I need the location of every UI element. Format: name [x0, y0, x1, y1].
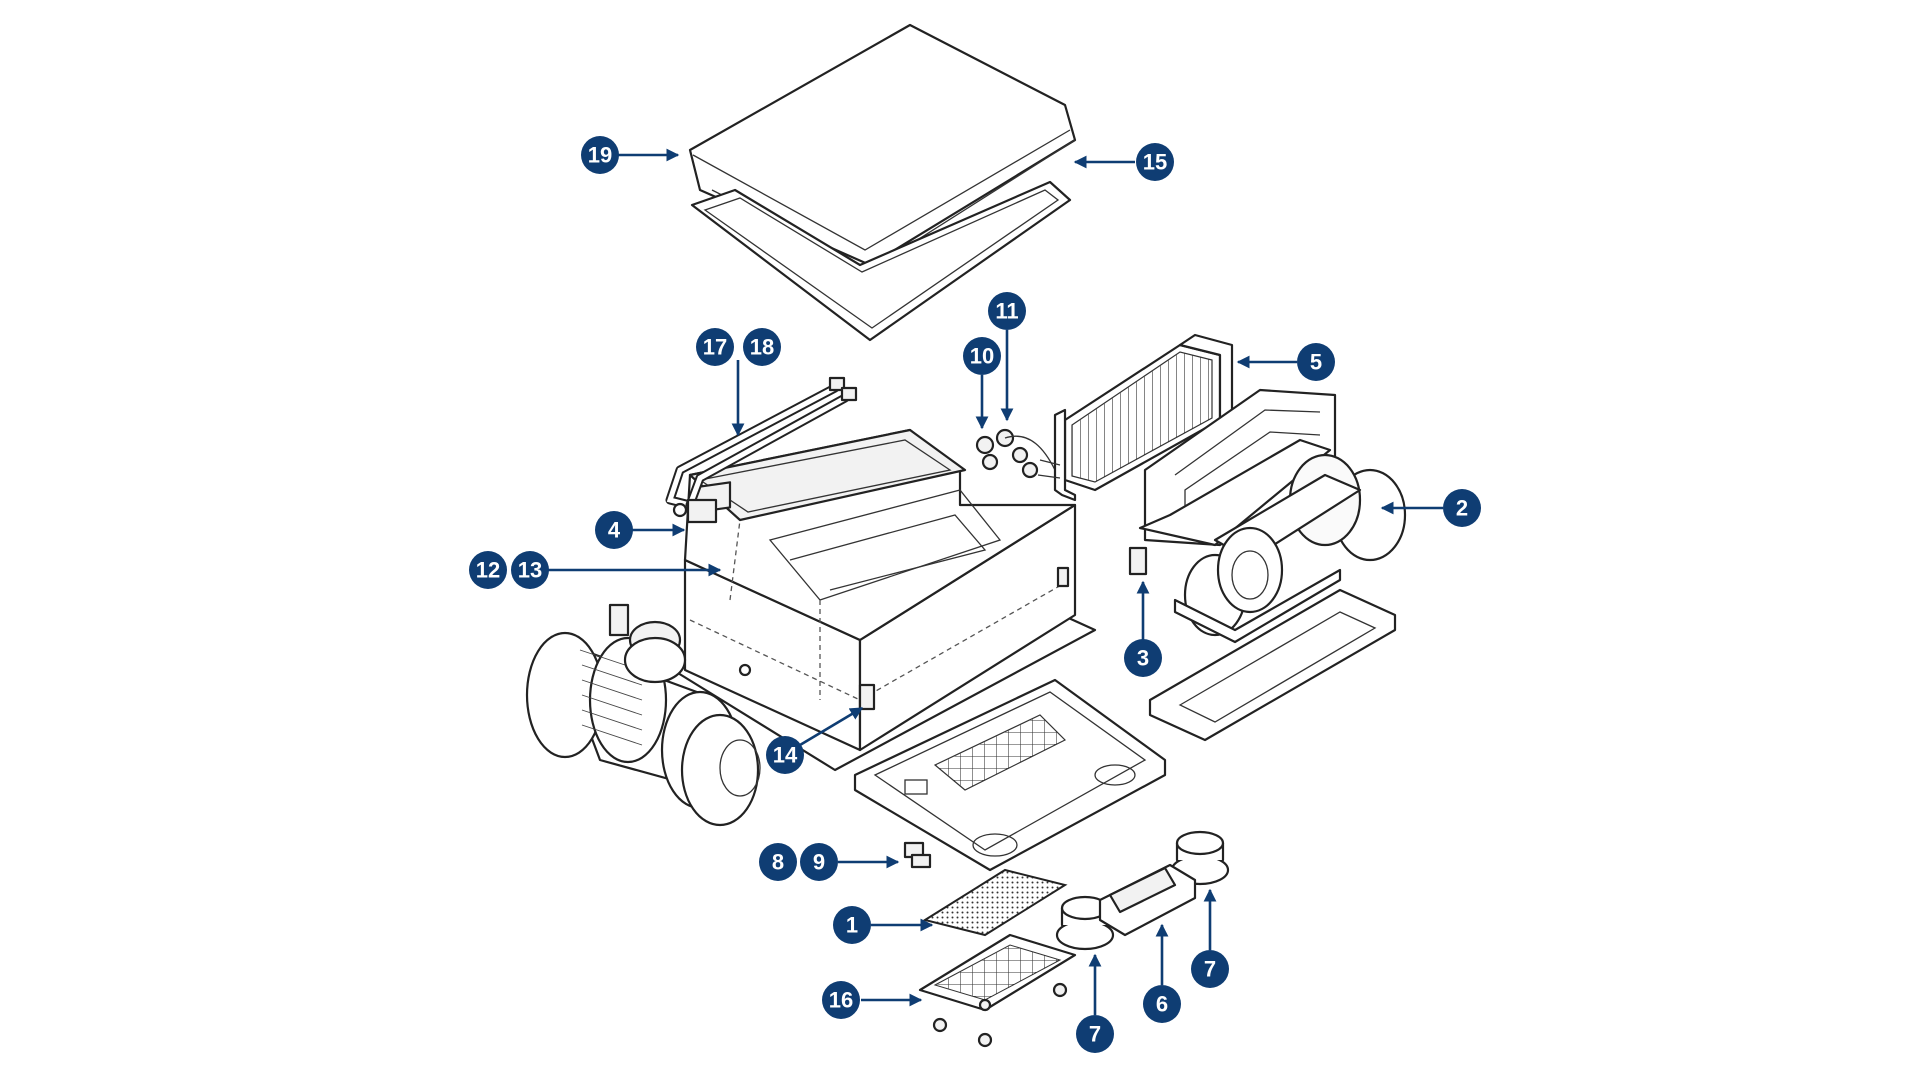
duct-collar-plate [1148, 588, 1397, 742]
svg-text:17: 17 [703, 335, 727, 360]
callout-12: 12 [469, 551, 507, 589]
svg-text:1: 1 [846, 913, 858, 938]
cover-gasket-frame [690, 180, 1072, 342]
blower-duct [1138, 388, 1337, 547]
svg-text:10: 10 [970, 344, 994, 369]
svg-text:14: 14 [773, 743, 798, 768]
svg-text:15: 15 [1143, 150, 1167, 175]
callouts: 19 15 17 18 10 11 [469, 136, 1481, 1053]
svg-text:19: 19 [588, 143, 612, 168]
callout-11: 11 [988, 292, 1026, 330]
svg-text:5: 5 [1310, 350, 1322, 375]
callout-19: 19 [581, 136, 619, 174]
expansion-valves [975, 428, 1056, 479]
filter-screen [922, 868, 1068, 937]
svg-text:8: 8 [772, 850, 784, 875]
svg-text:11: 11 [995, 299, 1018, 324]
svg-text:3: 3 [1137, 646, 1149, 671]
fitting-block [672, 498, 718, 524]
callout-2: 2 [1443, 489, 1481, 527]
duct-collar-left [1055, 895, 1115, 951]
callout-6: 6 [1143, 985, 1181, 1023]
callout-1: 1 [833, 906, 871, 944]
callout-4: 4 [595, 511, 633, 549]
return-grille [918, 933, 1077, 1048]
callout-18: 18 [743, 328, 781, 366]
svg-text:2: 2 [1456, 496, 1468, 521]
svg-text:9: 9 [813, 850, 825, 875]
clips [903, 841, 932, 869]
motor-bracket [1128, 546, 1148, 576]
callout-15: 15 [1136, 143, 1174, 181]
callout-8: 8 [759, 843, 797, 881]
svg-text:13: 13 [518, 558, 542, 583]
callout-7-right: 7 [1191, 950, 1229, 988]
callout-7-left: 7 [1076, 1015, 1114, 1053]
callout-17: 17 [696, 328, 734, 366]
callout-5: 5 [1297, 343, 1335, 381]
callout-3: 3 [1124, 639, 1162, 677]
svg-text:18: 18 [750, 335, 774, 360]
drain-pan [853, 678, 1167, 872]
svg-text:7: 7 [1204, 957, 1216, 982]
callout-13: 13 [511, 551, 549, 589]
callout-16: 16 [822, 981, 860, 1019]
svg-text:16: 16 [829, 988, 853, 1013]
svg-text:6: 6 [1156, 992, 1168, 1017]
svg-text:12: 12 [476, 558, 500, 583]
callout-14: 14 [766, 736, 804, 774]
callout-10: 10 [963, 337, 1001, 375]
blower-motor-assembly [525, 603, 761, 827]
callout-9: 9 [800, 843, 838, 881]
evaporator-coil [1037, 333, 1234, 502]
svg-text:4: 4 [608, 518, 621, 543]
svg-text:7: 7 [1089, 1022, 1101, 1047]
blower-wheels [1173, 453, 1407, 644]
heater-box [1098, 863, 1197, 937]
